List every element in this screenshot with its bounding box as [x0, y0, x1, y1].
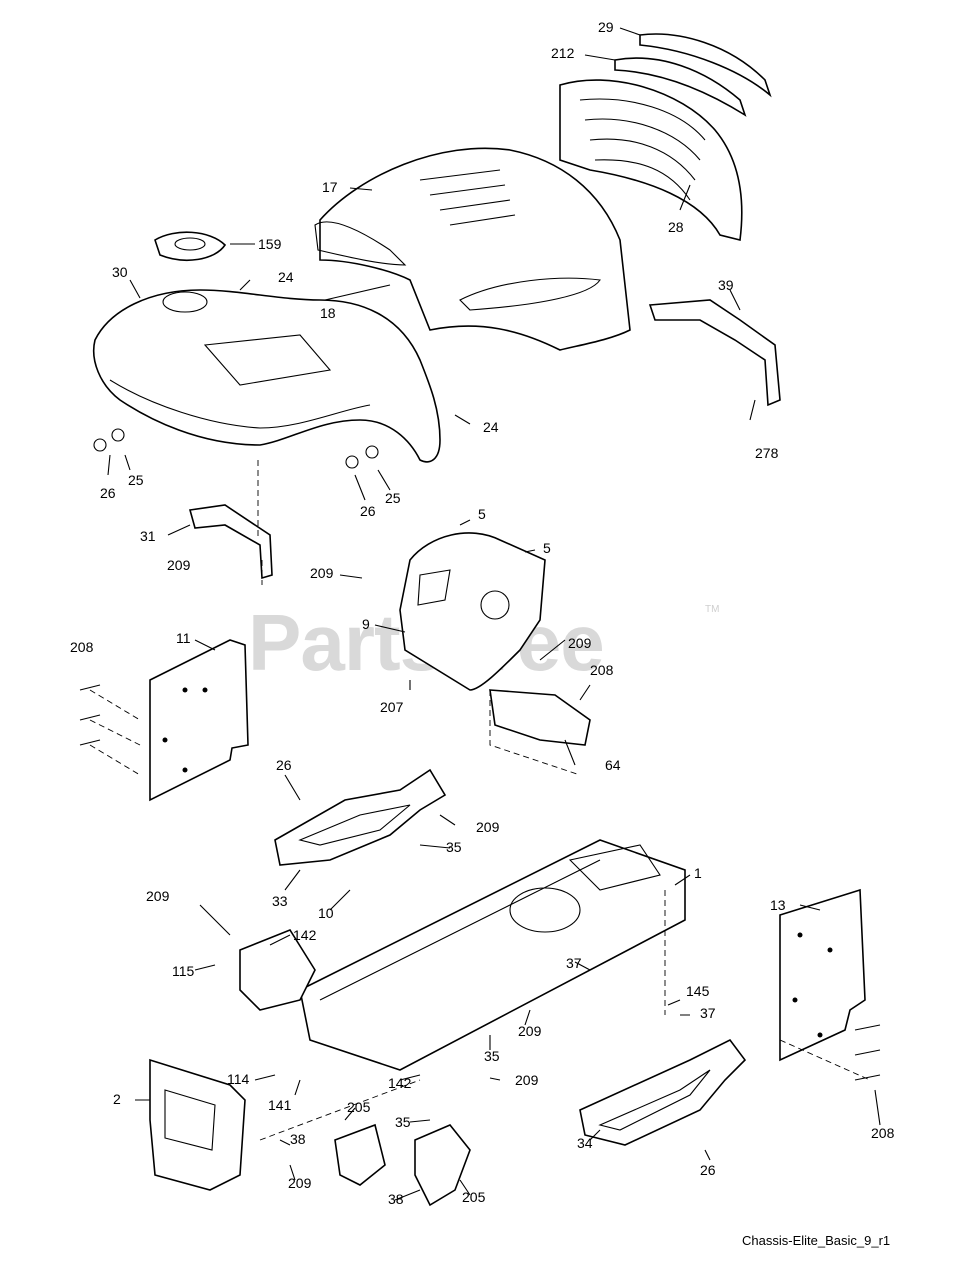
part-hood-trim-212 [614, 57, 747, 117]
part-fender-30 [93, 289, 441, 463]
callout-209-f: 209 [518, 1023, 542, 1039]
callout-35-b: 35 [484, 1048, 500, 1064]
callout-35-a: 35 [446, 839, 462, 855]
callout-38-a: 38 [290, 1131, 306, 1147]
part-frame-1 [299, 839, 686, 1071]
callout-28: 28 [668, 219, 684, 235]
callout-26-33: 26 [276, 757, 292, 773]
part-bracket-31 [188, 504, 273, 580]
part-bracket-64 [489, 689, 591, 746]
callout-142-left: 142 [293, 927, 317, 943]
callout-209-g: 209 [515, 1072, 539, 1088]
callout-29: 29 [598, 19, 614, 35]
callout-25-mid: 25 [385, 490, 401, 506]
callout-13: 13 [770, 897, 786, 913]
callout-31: 31 [140, 528, 156, 544]
callout-5-top: 5 [478, 506, 486, 522]
callout-208-right: 208 [871, 1125, 895, 1141]
callout-24-top: 24 [278, 269, 294, 285]
callout-212: 212 [551, 45, 575, 61]
callout-37-a: 37 [566, 955, 582, 971]
callout-145: 145 [686, 983, 710, 999]
callout-33: 33 [272, 893, 288, 909]
callout-208-left: 208 [70, 639, 94, 655]
callout-10: 10 [318, 905, 334, 921]
callout-115: 115 [172, 963, 195, 979]
callout-17: 17 [322, 179, 338, 195]
callout-209-h: 209 [288, 1175, 312, 1191]
callout-207: 207 [380, 699, 404, 715]
callout-labels: 29 212 17 159 24 30 18 28 39 24 278 26 2… [70, 19, 895, 1207]
callout-1: 1 [694, 865, 702, 881]
callout-2: 2 [113, 1091, 121, 1107]
part-dash-9 [399, 532, 546, 691]
part-footrest-34 [579, 1038, 747, 1146]
callout-141: 141 [268, 1097, 292, 1113]
part-brackets-205 [334, 1123, 471, 1207]
callout-39: 39 [718, 277, 734, 293]
part-panel-11 [149, 639, 249, 802]
callout-35-c: 35 [395, 1114, 411, 1130]
callout-205-a: 205 [347, 1099, 371, 1115]
part-plate-rear-2 [149, 1058, 246, 1191]
callout-24-right: 24 [483, 419, 499, 435]
assembly-lines [89, 460, 871, 1141]
callout-209-c: 209 [568, 635, 592, 651]
callout-142-mid: 142 [388, 1075, 412, 1091]
part-grille-28 [559, 79, 743, 241]
part-bracket-39 [648, 299, 781, 407]
callout-208-mid: 208 [590, 662, 614, 678]
callout-5-right: 5 [543, 540, 551, 556]
callout-30: 30 [112, 264, 128, 280]
diagram-caption: Chassis-Elite_Basic_9_r1 [742, 1233, 890, 1248]
leader-lines [107, 27, 881, 1201]
callout-64: 64 [605, 757, 621, 773]
part-hardware-rows [79, 428, 881, 1081]
callout-209-d: 209 [476, 819, 500, 835]
callout-9: 9 [362, 616, 370, 632]
callout-209-e: 209 [146, 888, 170, 904]
callout-37-b: 37 [700, 1005, 716, 1021]
callout-209-a: 209 [167, 557, 191, 573]
callout-205-b: 205 [462, 1189, 486, 1205]
part-hood-17 [314, 147, 631, 351]
part-cap-159 [154, 231, 227, 261]
watermark-trademark: TM [705, 604, 719, 615]
callout-114: 114 [227, 1071, 250, 1087]
callout-278: 278 [755, 445, 779, 461]
callout-159: 159 [258, 236, 282, 252]
callout-25-left: 25 [128, 472, 144, 488]
callout-209-b: 209 [310, 565, 334, 581]
callout-26-mid: 26 [360, 503, 376, 519]
callout-11: 11 [176, 630, 191, 646]
part-panel-13 [779, 888, 866, 1062]
callout-26-left: 26 [100, 485, 116, 501]
callout-34: 34 [577, 1135, 593, 1151]
callout-26-34: 26 [700, 1162, 716, 1178]
callout-38-b: 38 [388, 1191, 404, 1207]
callout-18: 18 [320, 305, 336, 321]
part-hood-trim-29 [639, 33, 772, 98]
part-footrest-33 [274, 768, 447, 866]
part-plate-142-left [239, 929, 316, 1011]
